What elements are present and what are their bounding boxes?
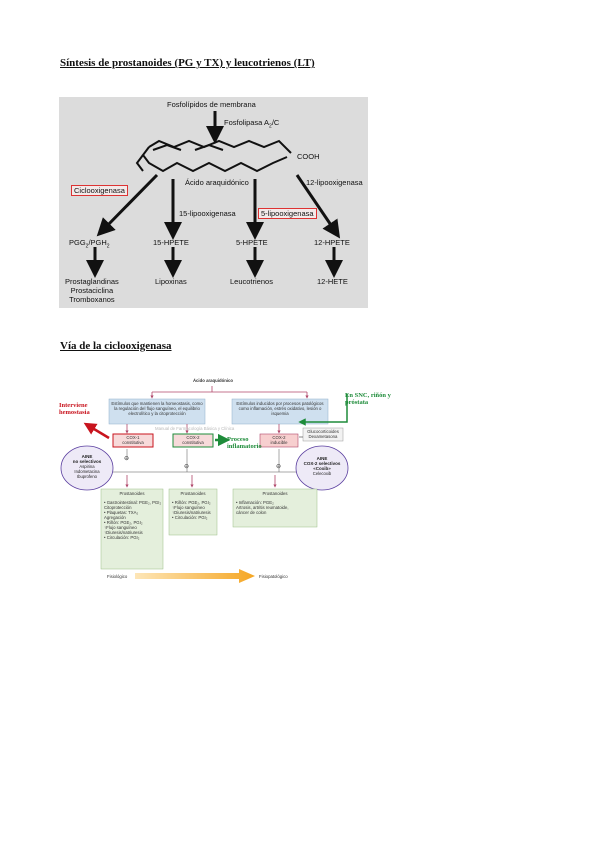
figure-cox-pathway: Ácido araquidónico Estímulos que mantien… <box>57 372 412 590</box>
header-prostanoids-3: Prostanoides <box>262 491 288 496</box>
label-lipoxins: Lipoxinas <box>155 277 187 286</box>
label-arachidonic-acid-2: Ácido araquidónico <box>192 378 234 383</box>
label-5-lipoxygenase: 5-lipooxigenasa <box>258 208 317 219</box>
label-physiologic: Fisiológico <box>107 574 128 579</box>
label-cooh: COOH <box>297 152 320 161</box>
arrow-12lox <box>295 174 341 239</box>
header-prostanoids-1: Prostanoides <box>119 491 145 496</box>
label-pathophysiologic: Fisiopatológico <box>259 574 288 579</box>
box-stimulus-pathologic <box>231 398 329 425</box>
label-12-hete: 12-HETE <box>317 277 348 286</box>
label-5-hpete: 5-HPETE <box>236 238 268 247</box>
text-aine-cox2-selective: AINE COX-2 selectivos «Coxib» Celecoxib <box>303 456 341 476</box>
arrow-physiologic-to-pathophysiologic <box>135 569 255 583</box>
box-cox2-constitutive <box>172 433 214 448</box>
list-prostanoids-3: • Inflamación: PGE₂ Artrosis, artritis r… <box>236 500 289 515</box>
label-pla2: Fosfolipasa A2/C <box>224 118 280 130</box>
box-prostanoids-2 <box>168 488 218 536</box>
list-prostanoids-1: • Gastrointestinal: PGE₂, PGI₂ Citoprote… <box>104 500 162 540</box>
header-prostanoids-2: Prostanoides <box>180 491 206 496</box>
circle-aine-nonselective <box>60 445 114 491</box>
inhibition-symbol-1: ⊖ <box>124 456 130 462</box>
box-glucocorticoids <box>302 427 344 442</box>
figure-prostanoid-synthesis: Fosfolípidos de membrana Fosfolipasa A2/… <box>59 97 368 308</box>
label-12-hpete: 12-HPETE <box>314 238 350 247</box>
figure2-graphics <box>60 386 349 583</box>
text-stimulus-pathologic: Estímulos inducidos por procesos patológ… <box>236 401 324 416</box>
label-arachidonic-acid: Ácido araquidónico <box>185 178 249 187</box>
label-12-lipoxygenase: 12-lipooxigenasa <box>306 178 363 187</box>
heading-cox-pathway: Vía de la ciclooxigenasa <box>60 340 172 352</box>
text-stimulus-homeostasis: Estímulos que mantienen la homeostasis, … <box>111 401 203 416</box>
box-cox2-inducible <box>259 433 299 448</box>
arachidonic-acid-structure <box>135 139 292 173</box>
label-15-hpete: 15-HPETE <box>153 238 189 247</box>
label-pgg2-pgh2: PGG2/PGH2 <box>69 238 110 250</box>
inhibition-symbol-2: ⊖ <box>184 464 190 470</box>
watermark-text: Manual de Farmacología Básica y Clínica <box>155 426 235 431</box>
figure1-graphics <box>86 111 343 278</box>
inhibition-symbol-3: ⊖ <box>276 464 282 470</box>
arrow-hemostasis <box>83 422 110 440</box>
box-stimulus-homeostasis <box>108 398 206 425</box>
label-15-lipoxygenase: 15-lipooxigenasa <box>179 209 236 218</box>
heading-synthesis: Síntesis de prostanoides (PG y TX) y leu… <box>60 57 315 69</box>
box-prostanoids-1 <box>100 488 164 570</box>
box-cox1-constitutive <box>112 433 154 448</box>
label-prostaglandin-products: Prostaglandinas Prostaciclina Tromboxano… <box>65 277 119 304</box>
arrow-cox <box>96 173 159 237</box>
box-prostanoids-3 <box>232 488 318 528</box>
annotation-cns-kidney-prostate: En SNC, riñón y próstata <box>345 392 391 406</box>
arrow-cns-kidney-prostate <box>298 394 348 426</box>
label-membrane-phospholipids: Fosfolípidos de membrana <box>167 100 256 109</box>
label-cyclooxygenase: Ciclooxigenasa <box>71 185 128 196</box>
label-leukotrienes: Leucotrienos <box>230 277 273 286</box>
text-aine-nonselective: AINE no selectivos Aspirina Indometacina… <box>72 454 102 479</box>
circle-aine-cox2-selective <box>295 445 349 491</box>
list-prostanoids-2: • Riñón: PGE₂, PGI₂ ↑Flujo sanguíneo ↑Di… <box>172 500 211 520</box>
